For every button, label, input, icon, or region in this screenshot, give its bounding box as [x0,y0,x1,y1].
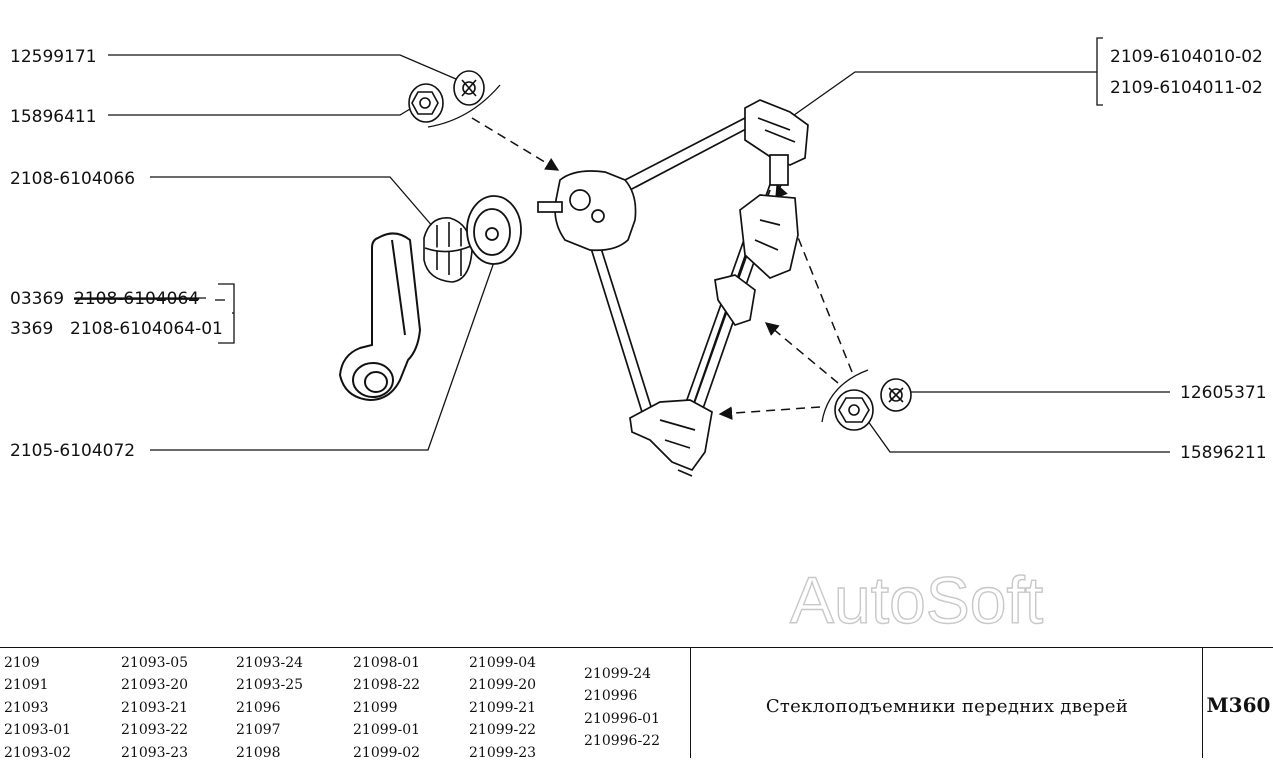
nut-washer-bottom [834,378,912,431]
model-code: 21093-01 [4,722,72,739]
parts-diagram: 12599171 15896411 2108-6104066 03369 210… [10,37,1267,638]
bushing [423,217,473,283]
watermark: AutoSoft [790,563,1043,637]
label-part-2109-6104011-02: 2109-6104011-02 [1110,78,1263,98]
model-code: 21099-01 [353,722,421,739]
nut-washer-top [408,70,485,123]
label-part-15896211: 15896211 [1180,443,1267,463]
label-part-12599171: 12599171 [10,47,97,67]
label-part-03369: 03369 [10,289,64,309]
rosette [466,195,522,265]
label-part-2105-6104072: 2105-6104072 [10,441,135,461]
leader-lines [108,37,1170,453]
model-code: 21099-02 [353,744,421,761]
model-code: 21097 [236,722,281,739]
page-title: Стеклоподъемники передних дверей [765,696,1129,717]
divider [690,648,691,758]
model-code: 21093-20 [121,677,189,694]
model-code: 21093-22 [121,722,189,739]
model-code: 21093-02 [4,744,72,761]
model-code: 21091 [4,677,49,694]
left-bracket [218,283,235,344]
label-part-2108-6104064-struck: 2108-6104064 [74,289,199,309]
model-code: 21099-23 [469,744,537,761]
model-code: 21098 [236,744,281,761]
model-column-6: 21099-24 210996 210996-01 210996-22 [584,663,660,753]
model-code: 21099-22 [469,722,537,739]
model-code: 21099-20 [469,677,537,694]
model-code: 21093 [4,699,49,716]
model-code: 21093-05 [121,655,189,671]
model-code: 21093-21 [121,699,189,716]
model-column-5: 21099-04 21099-20 21099-21 21099-22 2109… [469,652,536,764]
model-column-4: 21098-01 21098-22 21099 21099-01 21099-0… [353,652,420,764]
model-column-2: 21093-05 21093-20 21093-21 21093-22 2109… [121,652,188,764]
model-code: 21098-01 [353,655,421,671]
model-code: 21093-24 [236,655,304,671]
model-column-3: 21093-24 21093-25 21096 21097 21098 [236,652,303,764]
model-code: 21099-21 [469,699,537,716]
model-code: 21093-25 [236,677,304,694]
model-code: 210996-22 [584,733,660,750]
model-code: 2109 [4,655,40,671]
model-code: 21099 [353,699,398,716]
model-code: 21098-22 [353,677,421,694]
model-column-1: 2109 21091 21093 21093-01 21093-02 [4,652,71,764]
model-code: 21099-24 [584,666,652,682]
regulator-assembly [537,99,809,477]
label-part-3369: 3369 [10,319,53,339]
arc-marks [427,84,869,423]
label-part-2108-6104066: 2108-6104066 [10,169,135,189]
window-handle [338,232,422,402]
label-part-2109-6104010-02: 2109-6104010-02 [1110,47,1263,67]
model-code: 210996 [584,688,638,705]
divider [1202,648,1203,758]
footer-table: 2109 21091 21093 21093-01 21093-02 21093… [0,647,1273,761]
label-part-12605371: 12605371 [1180,383,1267,403]
sheet-code: M360 [1206,693,1271,717]
model-code: 21099-04 [469,655,537,671]
model-code: 21093-23 [121,744,189,761]
label-part-15896411: 15896411 [10,107,97,127]
model-code: 210996-01 [584,710,660,727]
model-code: 21096 [236,699,281,716]
label-part-2108-6104064-01: 2108-6104064-01 [70,319,223,339]
